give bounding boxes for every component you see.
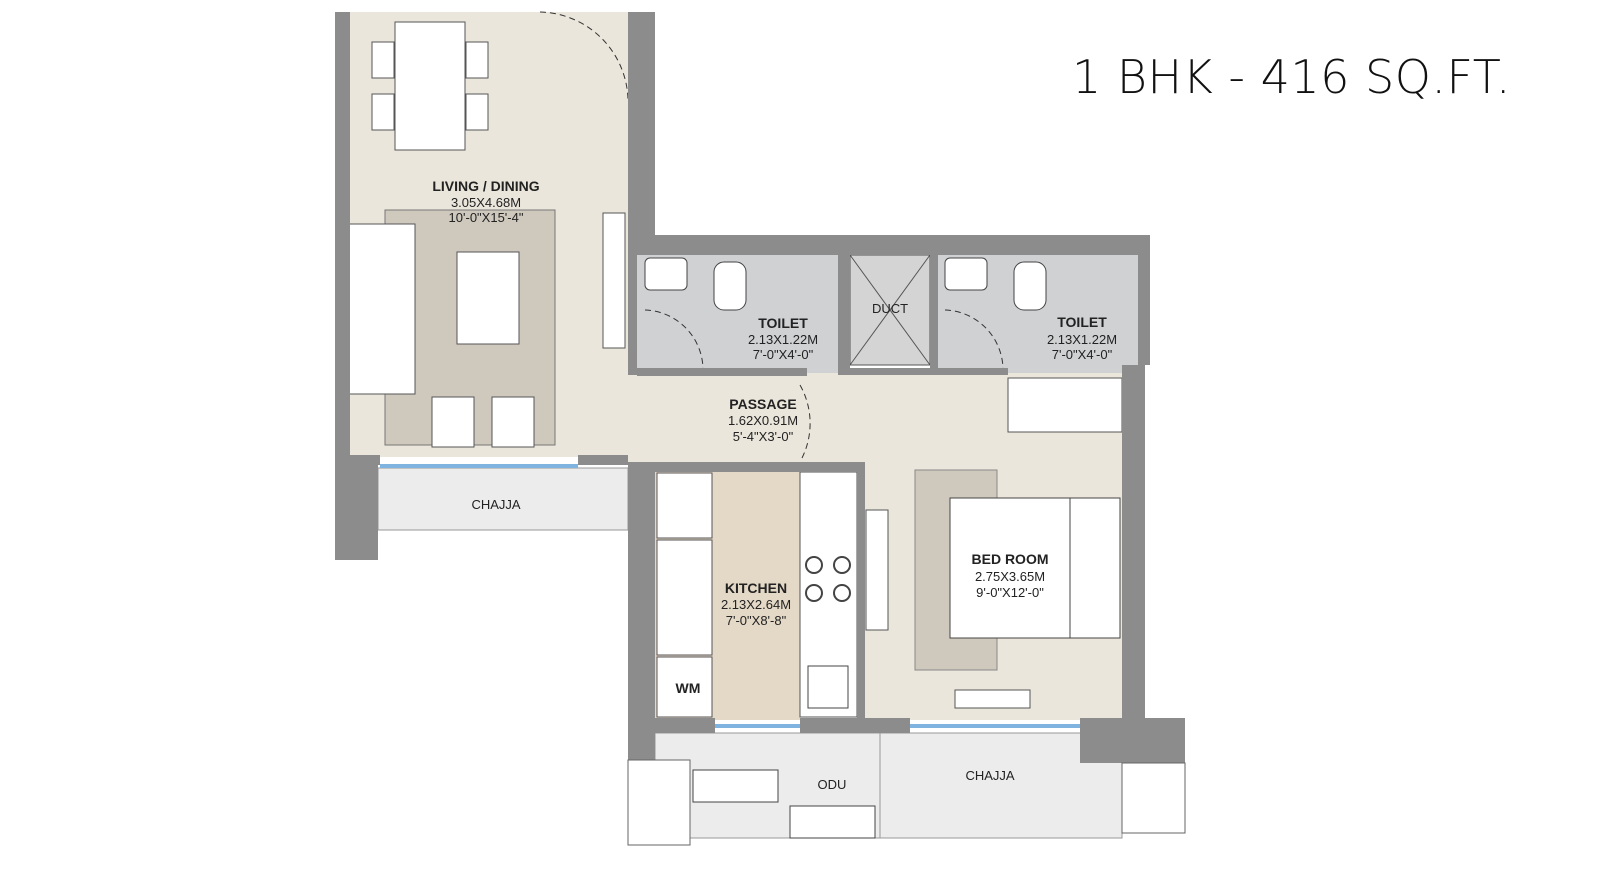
- toilet1-dim-m: 2.13X1.22M: [748, 332, 818, 347]
- armchair: [491, 396, 535, 448]
- living-dim-ft: 10'-0"X15'-4": [449, 210, 524, 225]
- bed: [949, 497, 1121, 639]
- kitchen-dim-m: 2.13X2.64M: [721, 597, 791, 612]
- bedroom-name: BED ROOM: [972, 551, 1049, 567]
- wm-label: WM: [676, 680, 701, 696]
- toilet1-dim-ft: 7'-0"X4'-0": [753, 347, 814, 362]
- plan-title: 1 BHK - 416 SQ.FT.: [1072, 50, 1511, 104]
- living-dim-m: 3.05X4.68M: [451, 195, 521, 210]
- stove: [805, 556, 851, 602]
- passage-name: PASSAGE: [729, 396, 796, 412]
- odu-label: ODU: [818, 777, 847, 792]
- kitchen-counter-left: [656, 539, 713, 656]
- toilet1-name: TOILET: [758, 315, 808, 331]
- fridge: [656, 472, 713, 539]
- sofa: [346, 223, 416, 395]
- passage-dim-ft: 5'-4"X3'-0": [733, 429, 794, 444]
- toilet2-dim-ft: 7'-0"X4'-0": [1052, 347, 1113, 362]
- sink: [807, 665, 849, 709]
- chajja-left-label: CHAJJA: [471, 497, 520, 512]
- odu-unit: [789, 805, 876, 839]
- window: [910, 724, 1080, 728]
- kitchen-name: KITCHEN: [725, 580, 787, 596]
- bedroom-dim-m: 2.75X3.65M: [975, 569, 1045, 584]
- dresser: [954, 689, 1031, 709]
- duct-name: DUCT: [872, 301, 908, 316]
- odu-unit: [692, 769, 779, 803]
- bedroom-dim-ft: 9'-0"X12'-0": [976, 585, 1044, 600]
- toilet2-dim-m: 2.13X1.22M: [1047, 332, 1117, 347]
- living-name: LIVING / DINING: [432, 178, 539, 194]
- tv-unit: [602, 212, 626, 349]
- coffee-table: [456, 251, 520, 345]
- wardrobe: [1007, 377, 1123, 433]
- dining-table: [394, 21, 466, 151]
- window: [380, 464, 578, 468]
- chajja-right-label: CHAJJA: [965, 768, 1014, 783]
- toilet2-name: TOILET: [1057, 314, 1107, 330]
- walls: [335, 12, 1185, 763]
- kitchen-dim-ft: 7'-0"X8'-8": [726, 613, 787, 628]
- passage-dim-m: 1.62X0.91M: [728, 413, 798, 428]
- washing-machine: [656, 656, 713, 718]
- window: [715, 724, 800, 728]
- armchair: [431, 396, 475, 448]
